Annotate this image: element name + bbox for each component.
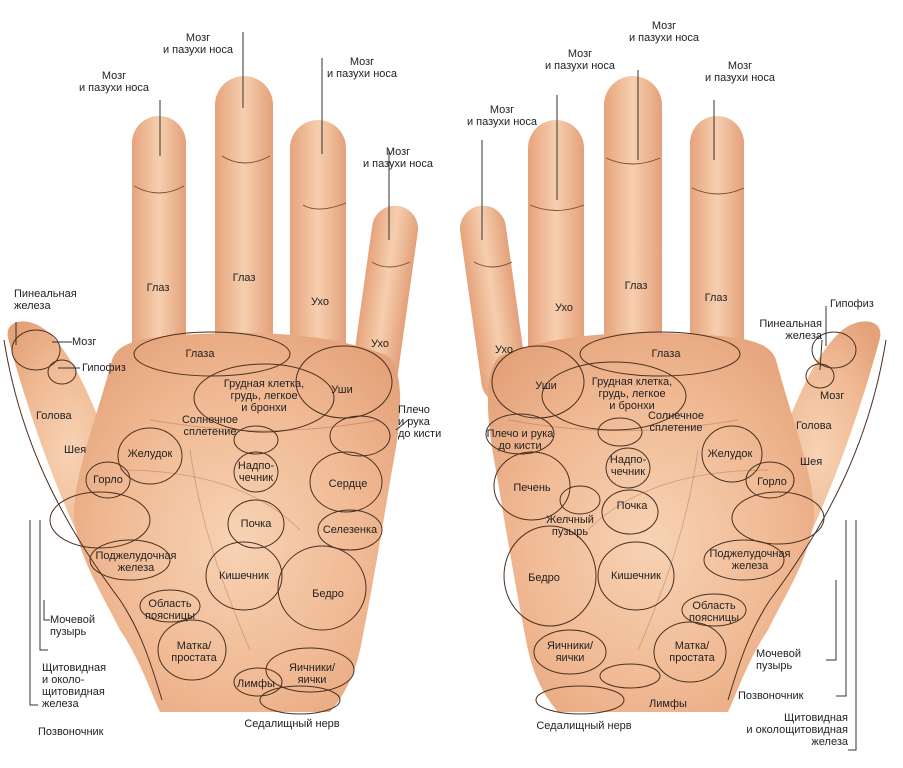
label-sciatic-right: Седалищный нерв [536, 720, 632, 732]
label-ears-right: Уши [535, 380, 557, 392]
leader-lines [15, 32, 857, 751]
label-brain-sinus-right-middle: Мозг и пазухи носа [628, 20, 700, 44]
label-neck-right: Шея [800, 456, 823, 468]
label-ovaries-left: Яичники/ яички [288, 662, 336, 686]
label-stomach-right: Желудок [707, 448, 753, 460]
left-ring-finger [290, 120, 346, 380]
label-kidney-left: Почка [240, 518, 272, 530]
label-adrenal-left: Надпо- чечник [237, 460, 275, 484]
label-brain-left: Мозг [72, 336, 97, 348]
label-intestine-left: Кишечник [219, 570, 269, 582]
label-pineal-left: Пинеальная железа [14, 288, 77, 312]
right-hand [459, 76, 881, 712]
left-hand [7, 76, 419, 712]
label-heart-left: Сердце [328, 478, 368, 490]
label-liver-right: Печень [513, 482, 551, 494]
label-sciatic-left: Седалищный нерв [244, 718, 340, 730]
label-brain-sinus-right-ring: Мозг и пазухи носа [544, 48, 616, 72]
label-lymph-right: Лимфы [649, 698, 687, 710]
label-head-right: Голова [796, 420, 832, 432]
left-index-finger [132, 116, 186, 376]
label-lumbar-right: Область поясницы [689, 600, 739, 624]
label-pancreas-left: Поджелудочная железа [95, 550, 177, 574]
label-brain-sinus-left-little: Мозг и пазухи носа [362, 146, 434, 170]
label-hip-left: Бедро [312, 588, 344, 600]
label-head-left: Голова [36, 410, 72, 422]
label-spine-left: Позвоночник [38, 726, 104, 738]
label-neck-left: Шея [64, 444, 87, 456]
label-eye-right-index: Глаз [704, 292, 728, 304]
left-palm [73, 332, 401, 712]
label-lymph-left: Лимфы [237, 678, 275, 690]
label-thyroid-right: Щитовидная и околощитовидная железа [746, 712, 848, 748]
label-kidney-right: Почка [616, 500, 648, 512]
label-ear-left-ring: Ухо [311, 296, 329, 308]
label-eyes-left: Глаза [185, 348, 215, 360]
label-pituitary-right: Гипофиз [830, 298, 874, 310]
label-eyes-right: Глаза [651, 348, 681, 360]
left-middle-finger [215, 76, 273, 376]
label-uterus-right: Матка/ простата [669, 640, 715, 664]
label-brain-right: Мозг [820, 390, 845, 402]
label-ears-left: Уши [331, 384, 353, 396]
left-zones [3, 329, 393, 715]
label-chest-right: Грудная клетка, грудь, легкое и бронхи [591, 376, 673, 412]
label-shoulder-arm-left: Плечо и рука до кисти [398, 404, 442, 440]
label-eye-right-middle: Глаз [624, 280, 648, 292]
label-brain-sinus-left-middle: Мозг и пазухи носа [162, 32, 234, 56]
label-ear-left-little: Ухо [371, 338, 389, 350]
label-bladder-left: Мочевой пузырь [50, 614, 95, 638]
label-ear-right-little: Ухо [495, 344, 513, 356]
label-spine-right: Позвоночник [738, 690, 804, 702]
label-solar-plexus-right: Солнечное сплетение [647, 410, 705, 434]
label-pituitary-left: Гипофиз [82, 362, 126, 374]
right-ring-finger [528, 120, 584, 380]
label-brain-sinus-right-little: Мозг и пазухи носа [466, 104, 538, 128]
label-gallbladder-right: Желчный пузырь [546, 514, 594, 538]
label-lumbar-left: Область поясницы [145, 598, 195, 622]
label-uterus-left: Матка/ простата [171, 640, 217, 664]
label-ovaries-right: Яичники/ яички [546, 640, 594, 664]
label-eye-left-middle: Глаз [232, 272, 256, 284]
label-chest-left: Грудная клетка, грудь, легкое и бронхи [223, 378, 305, 414]
label-ear-right-ring: Ухо [555, 302, 573, 314]
label-bladder-right: Мочевой пузырь [756, 648, 801, 672]
label-spleen-left: Селезенка [322, 524, 378, 536]
label-brain-sinus-left-index: Мозг и пазухи носа [78, 70, 150, 94]
label-eye-left-index: Глаз [146, 282, 170, 294]
label-brain-sinus-right-index: Мозг и пазухи носа [704, 60, 776, 84]
label-solar-plexus-left: Солнечное сплетение [181, 414, 239, 438]
label-intestine-right: Кишечник [611, 570, 661, 582]
right-zones [485, 331, 887, 715]
right-palm [487, 332, 815, 712]
label-pancreas-right: Поджелудочная железа [709, 548, 791, 572]
right-middle-finger [604, 76, 662, 376]
label-hip-right: Бедро [528, 572, 560, 584]
label-shoulder-arm-right: Плечо и рука до кисти [486, 428, 554, 452]
label-throat-left: Горло [93, 474, 123, 486]
right-index-finger [690, 116, 744, 376]
label-throat-right: Горло [757, 476, 787, 488]
label-stomach-left: Желудок [127, 448, 173, 460]
label-adrenal-right: Надпо- чечник [609, 454, 647, 478]
label-pineal-right: Пинеальная железа [759, 318, 822, 342]
label-thyroid-left: Щитовидная и около- щитовидная железа [42, 662, 107, 710]
label-brain-sinus-left-ring: Мозг и пазухи носа [326, 56, 398, 80]
